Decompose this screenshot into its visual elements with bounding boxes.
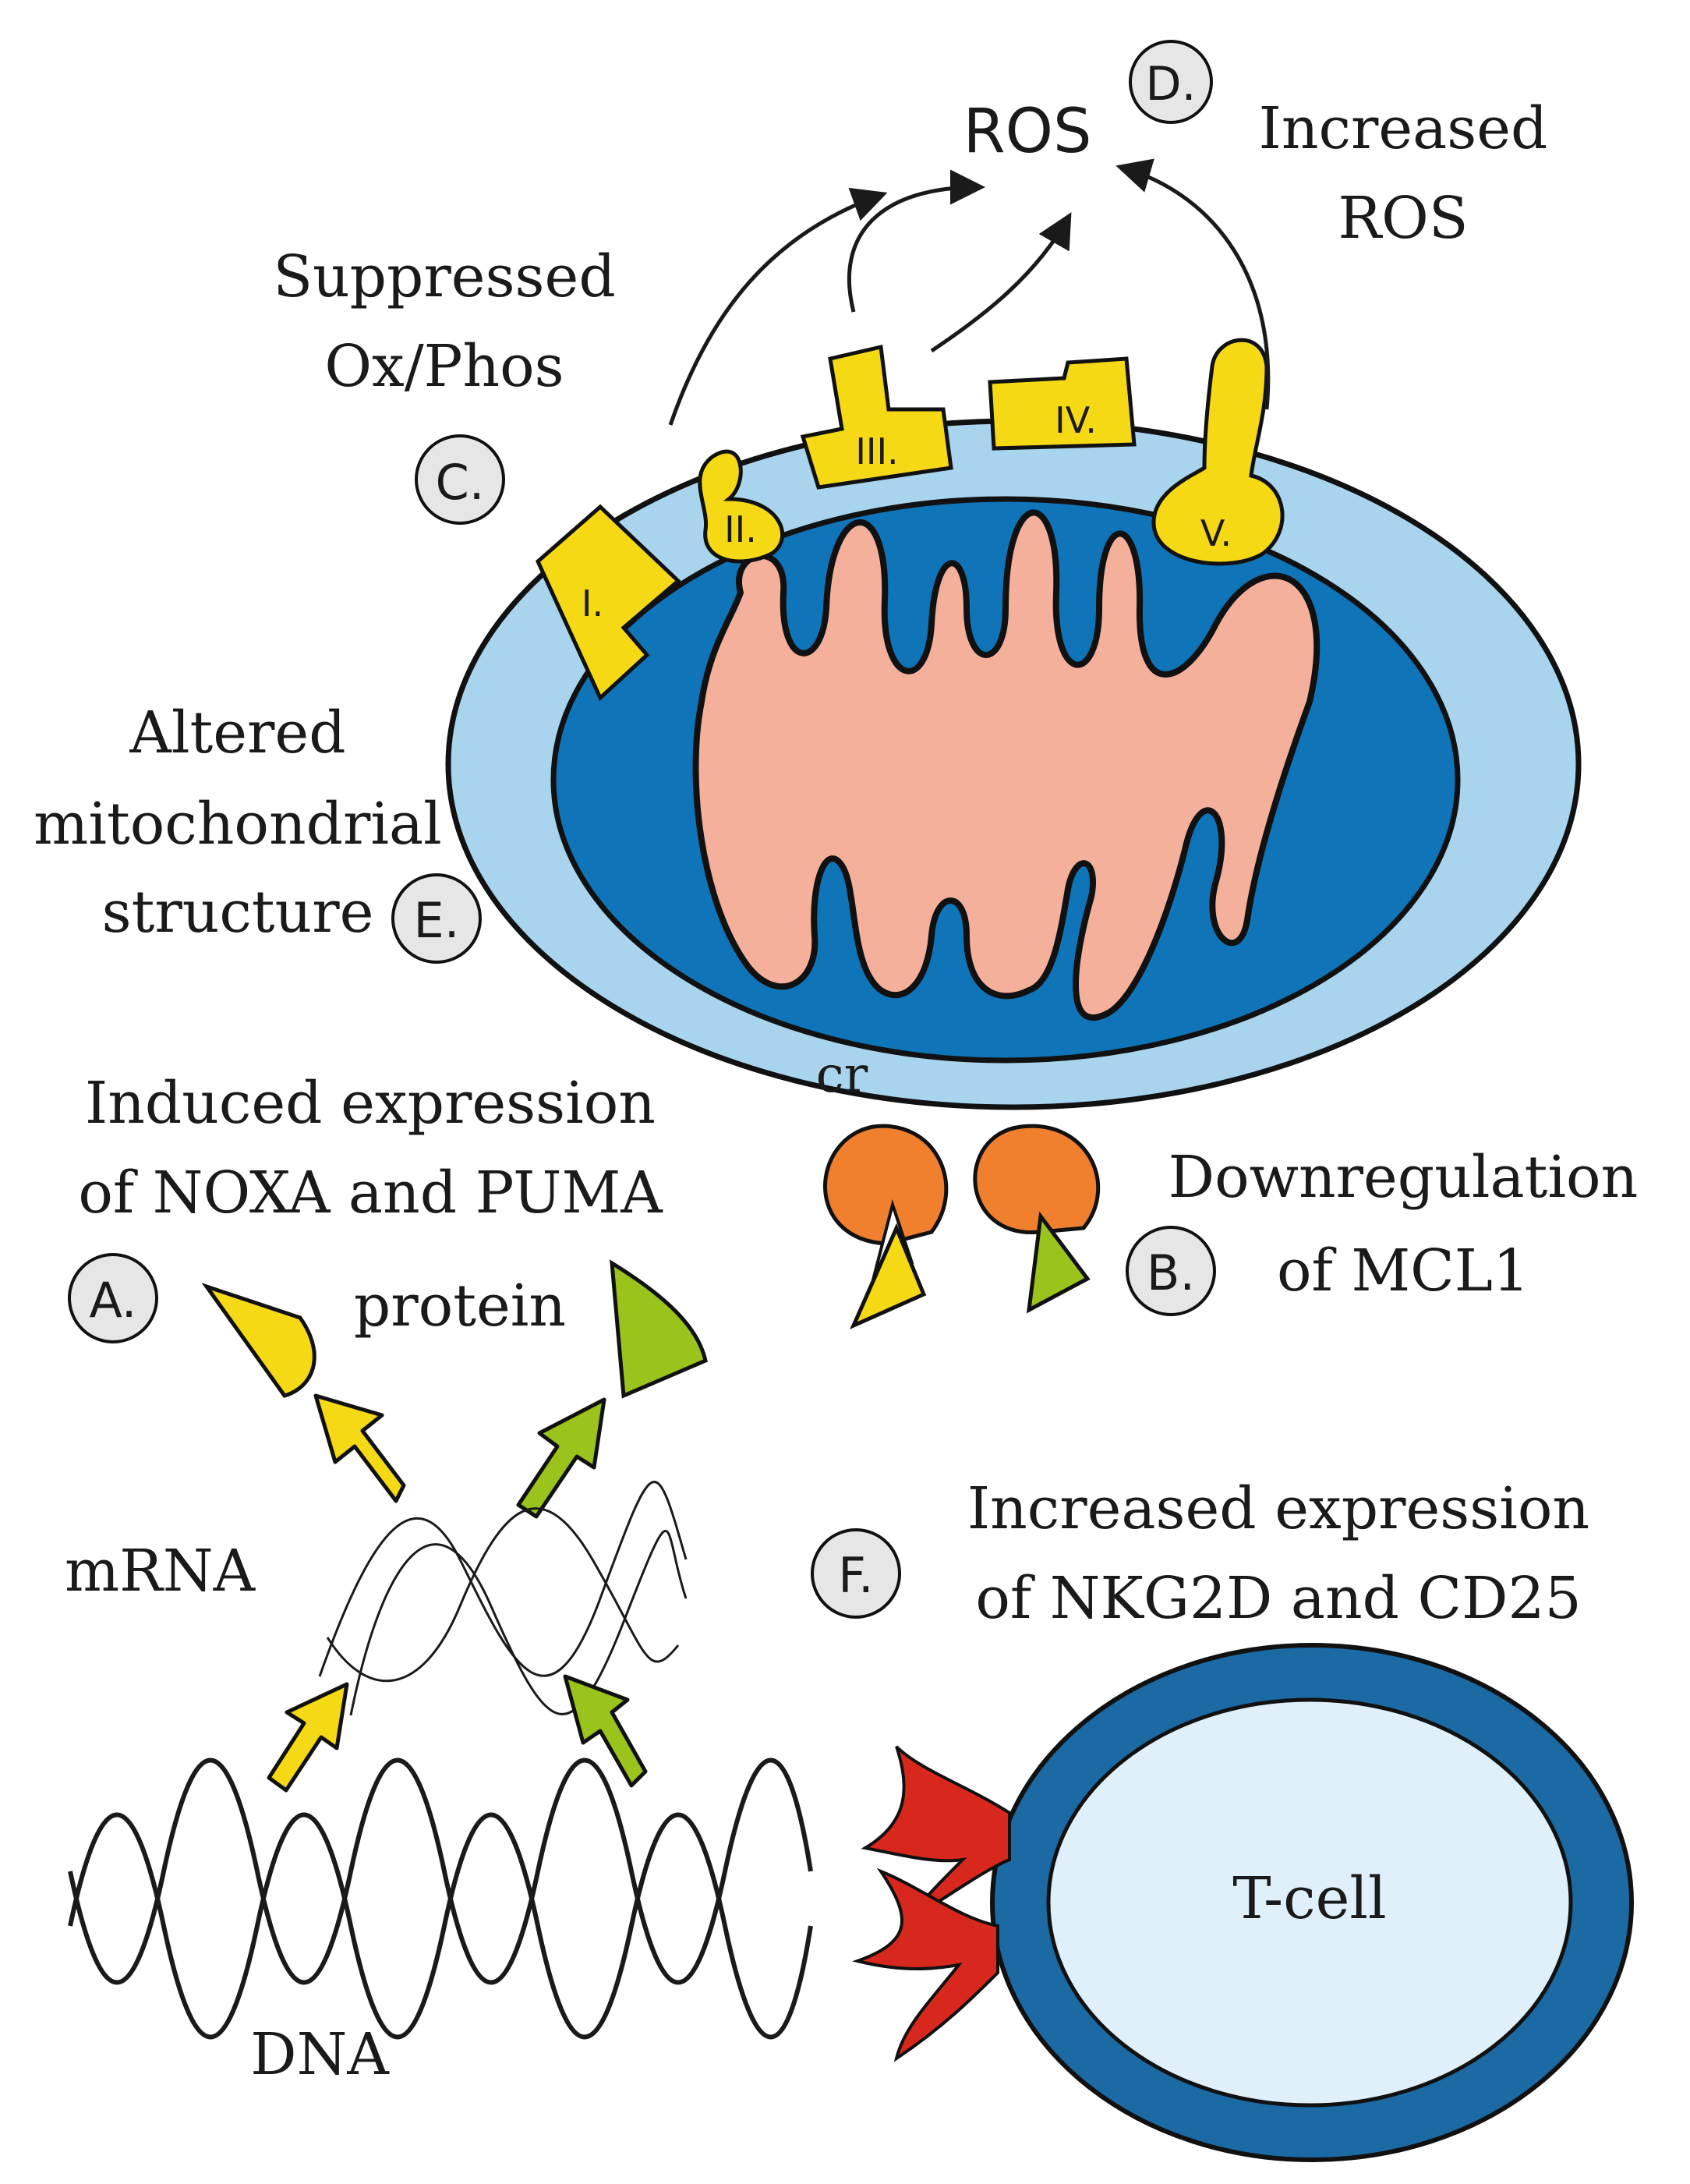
svg-text:C.: C. <box>436 454 485 511</box>
suppressed-line2: Ox/Phos <box>324 333 564 400</box>
mrna-strands <box>318 1481 688 1716</box>
complex-iv-label: IV. <box>1055 399 1097 441</box>
badge-c: C. <box>415 434 505 525</box>
ros-arrow-2 <box>847 169 985 313</box>
t-cell: T-cell <box>990 1643 1634 2162</box>
complex-i: I. <box>535 504 681 702</box>
ros-label: ROS <box>963 97 1091 167</box>
suppressed-line1: Suppressed <box>273 243 615 310</box>
cr-label: cr <box>816 1046 868 1104</box>
receptor-upper <box>861 1745 1011 1923</box>
badge-e: E. <box>391 873 482 964</box>
mrna-label: mRNA <box>65 1538 256 1605</box>
badge-a: A. <box>68 1253 158 1343</box>
ros-arrow-4 <box>1115 158 1271 410</box>
downreg-line2: of MCL1 <box>1277 1237 1529 1304</box>
transcription-arrow-green <box>563 1674 648 1788</box>
ros-arrows <box>668 158 1271 426</box>
mcl1-noxa-complex <box>823 1124 949 1329</box>
complex-v-label: V. <box>1200 512 1232 554</box>
cristae <box>692 509 1321 1021</box>
ros-arrow-3 <box>930 212 1072 353</box>
complex-i-label: I. <box>582 582 603 625</box>
badge-d: D. <box>1129 40 1213 124</box>
complex-iii: III. <box>800 344 953 490</box>
complex-iii-label: III. <box>855 430 898 473</box>
puma-protein <box>610 1259 708 1399</box>
protein-label: protein <box>354 1273 566 1340</box>
altered-line3: structure <box>102 879 374 946</box>
badge-f: F. <box>811 1528 901 1619</box>
downreg-line1: Downregulation <box>1169 1144 1638 1211</box>
svg-text:B.: B. <box>1147 1244 1195 1301</box>
transcription-arrow-yellow <box>267 1682 349 1793</box>
nkg2d-line2: of NKG2D and CD25 <box>975 1565 1581 1632</box>
dna-label: DNA <box>250 2021 390 2088</box>
svg-text:E.: E. <box>414 892 460 949</box>
dna-helix <box>68 1757 813 2040</box>
altered-line1: Altered <box>129 699 345 766</box>
complex-iv: IV. <box>988 356 1137 451</box>
svg-text:F.: F. <box>838 1547 873 1604</box>
increased-ros-line2: ROS <box>1338 185 1468 252</box>
increased-ros-line1: Increased <box>1259 95 1548 162</box>
induced-line1: Induced expression <box>85 1070 656 1137</box>
complex-ii: II. <box>698 449 785 564</box>
noxa-protein <box>201 1283 316 1398</box>
svg-text:D.: D. <box>1145 57 1196 112</box>
t-cell-label: T-cell <box>1232 1865 1386 1932</box>
nkg2d-line1: Increased expression <box>967 1475 1589 1542</box>
complex-ii-label: II. <box>724 508 757 550</box>
badge-b: B. <box>1126 1226 1216 1316</box>
t-cell-interior <box>1046 1697 1573 2108</box>
altered-line2: mitochondrial <box>34 791 442 858</box>
translation-arrow-yellow <box>313 1393 406 1503</box>
mcl1-puma-complex <box>973 1124 1101 1314</box>
ros-arrow-1 <box>668 187 888 426</box>
translation-arrow-green <box>516 1397 606 1519</box>
mitochondrion <box>445 418 1582 1110</box>
receptor-lower <box>852 1867 999 2062</box>
induced-line2: of NOXA and PUMA <box>78 1159 663 1227</box>
svg-text:A.: A. <box>89 1272 136 1329</box>
